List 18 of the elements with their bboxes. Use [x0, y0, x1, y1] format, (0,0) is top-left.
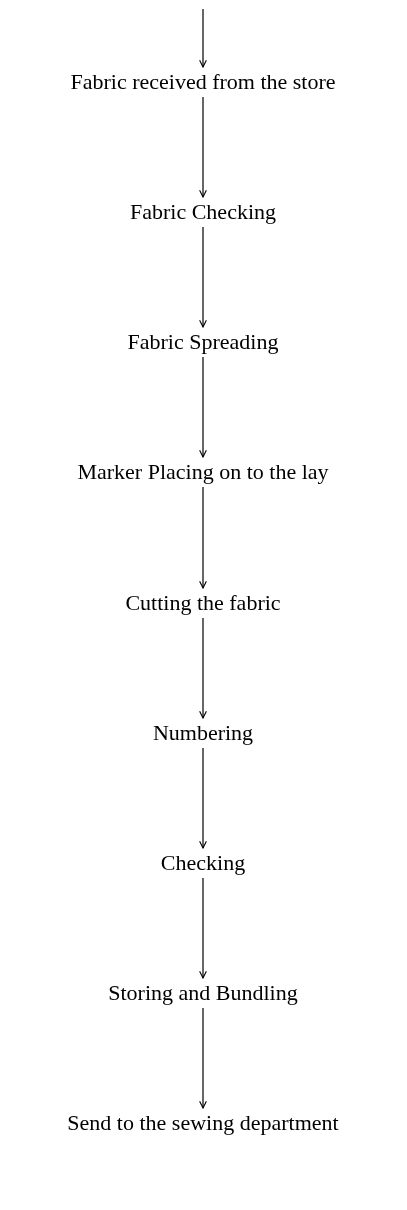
arrow [199, 617, 207, 719]
step-text: Storing and Bundling [108, 980, 298, 1006]
arrow [199, 8, 207, 68]
arrow [199, 877, 207, 979]
arrow [199, 1007, 207, 1109]
arrow [199, 96, 207, 198]
arrow [199, 226, 207, 328]
step-text: Fabric Checking [130, 199, 276, 225]
step-text: Send to the sewing department [67, 1110, 339, 1136]
step-text: Cutting the fabric [125, 590, 281, 616]
arrow [199, 747, 207, 849]
step-text: Marker Placing on to the lay [77, 459, 329, 485]
arrow [199, 486, 207, 589]
step-text: Numbering [152, 720, 254, 746]
step-text: Fabric Spreading [127, 329, 279, 355]
step-text: Checking [160, 850, 246, 876]
step-text: Fabric received from the store [70, 69, 336, 95]
arrow [199, 356, 207, 458]
